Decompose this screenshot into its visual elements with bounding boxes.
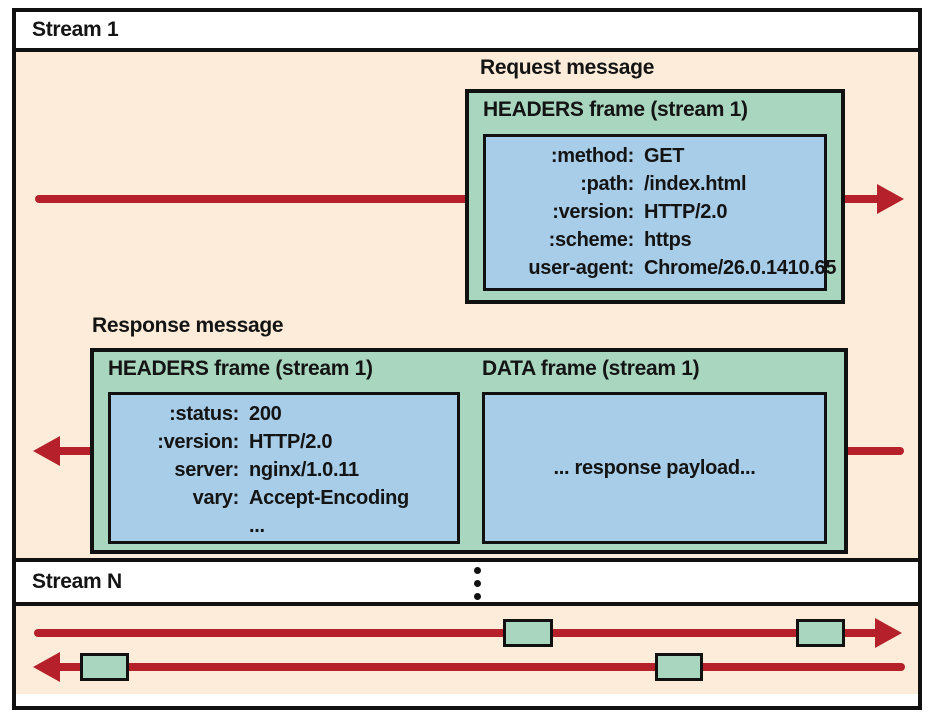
header-row: :scheme: https [494,226,816,254]
frame-chip [80,653,129,681]
connection-frame: Stream 1 Request message HEADERS frame (… [12,8,922,710]
header-row: vary: Accept-Encoding [119,484,449,512]
header-value: Chrome/26.0.1410.65 [644,257,837,279]
stream1-label: Stream 1 [32,18,119,41]
header-row: :version: HTTP/2.0 [494,198,816,226]
header-value: https [644,229,692,251]
header-value: HTTP/2.0 [644,201,728,223]
vertical-ellipsis-icon [472,567,482,606]
frame-chip [796,619,845,647]
frame-chip [503,619,553,647]
response-headers-frame-title: HEADERS frame (stream 1) [108,357,373,380]
header-key: vary: [192,487,240,509]
header-key: :version: [157,431,239,453]
ellipsis-dot [473,593,481,600]
response-headers-payload-box: :status: 200 :version: HTTP/2.0 server: nginx… [108,392,460,544]
header-value: 200 [249,403,282,425]
header-row: user-agent: Chrome/26.0.1410.65 [494,254,836,282]
stream1-band: Stream 1 [16,12,918,52]
header-key: :scheme: [548,229,635,251]
header-key: :version: [552,201,634,223]
header-value: GET [644,145,685,167]
response-frames-box: HEADERS frame (stream 1) DATA frame (str… [90,348,848,554]
response-headers-list: :status: 200 :version: HTTP/2.0 server: nginx… [111,395,457,540]
response-data-frame-title: DATA frame (stream 1) [482,357,700,380]
streamN-band: Stream N [16,562,918,606]
header-key: :status: [169,403,239,425]
header-key: user-agent: [528,257,634,279]
header-value: ... [249,515,265,537]
header-row: :version: HTTP/2.0 [119,428,449,456]
streamN-response-arrow-line [54,663,905,671]
request-arrow-line-right [845,195,879,203]
header-key: :path: [580,173,634,195]
header-row: :path: /index.html [494,170,816,198]
streamN-request-arrow-line [34,629,875,637]
response-data-payload-box: ... response payload... [482,392,827,544]
response-arrow-head-icon [33,436,60,466]
request-headers-list: :method: GET :path: /index.html :version: HTT… [486,137,836,282]
header-row: ... [119,512,449,540]
header-row: :method: GET [494,142,816,170]
request-headers-frame-title: HEADERS frame (stream 1) [483,98,748,121]
request-headers-frame-box: HEADERS frame (stream 1) :method: GET :pat… [465,89,845,304]
request-arrow-head-icon [877,184,904,214]
header-key [119,512,239,540]
header-key: server: [174,459,239,481]
header-row: server: nginx/1.0.11 [119,456,449,484]
request-headers-payload-box: :method: GET :path: /index.html :version: HTT… [483,134,837,291]
header-value: Accept-Encoding [249,487,409,509]
response-payload-label: ... response payload... [553,456,756,479]
ellipsis-dot [473,567,481,574]
response-arrow-line-right [848,447,904,455]
stream1-content: Request message HEADERS frame (stream 1)… [16,52,918,562]
streamN-label: Stream N [32,570,122,593]
request-arrow-line [35,195,467,203]
header-key: :method: [550,145,634,167]
header-row: :status: 200 [119,400,449,428]
header-value: /index.html [644,173,747,195]
header-value: nginx/1.0.11 [249,459,359,481]
streamN-request-arrow-head-icon [875,618,902,648]
response-arrow-line-left [56,447,92,455]
frame-chip [655,653,703,681]
request-message-label: Request message [480,56,655,79]
header-value: HTTP/2.0 [249,431,333,453]
streamN-content [16,606,918,694]
ellipsis-dot [473,580,481,587]
response-message-label: Response message [92,314,284,337]
